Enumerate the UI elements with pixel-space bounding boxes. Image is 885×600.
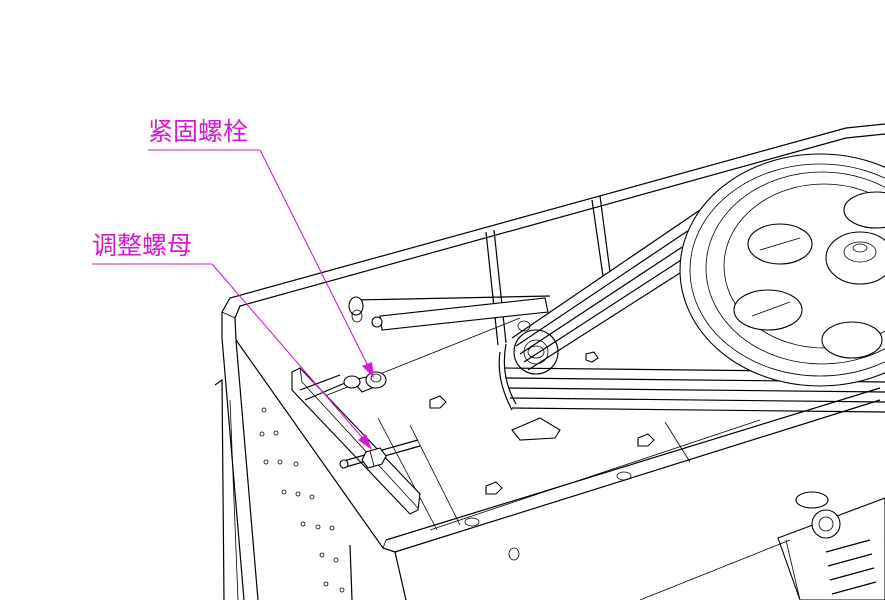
- vent-hole-grid: [259, 407, 345, 593]
- callout-fastening-bolt: 紧固螺栓: [148, 117, 374, 378]
- base-bolts: [429, 320, 655, 561]
- leader-line: [211, 263, 367, 443]
- fastening-bolt: [343, 371, 387, 389]
- tension-bracket: [291, 367, 421, 515]
- leader-line: [259, 149, 371, 371]
- machine-housing: [214, 123, 885, 600]
- motor-pulley: [511, 329, 561, 441]
- callout-label-fastening-bolt: 紧固螺栓: [148, 117, 248, 146]
- arrow-head-icon: [362, 362, 374, 378]
- tension-strut: [348, 295, 551, 331]
- callout-label-adjusting-nut: 调整螺母: [92, 231, 192, 260]
- callout-adjusting-nut: 调整螺母: [92, 231, 372, 450]
- adjusting-nut: [361, 447, 387, 469]
- arrow-head-icon: [358, 434, 372, 450]
- motor-housing: [639, 491, 885, 600]
- large-pulley: [679, 153, 885, 387]
